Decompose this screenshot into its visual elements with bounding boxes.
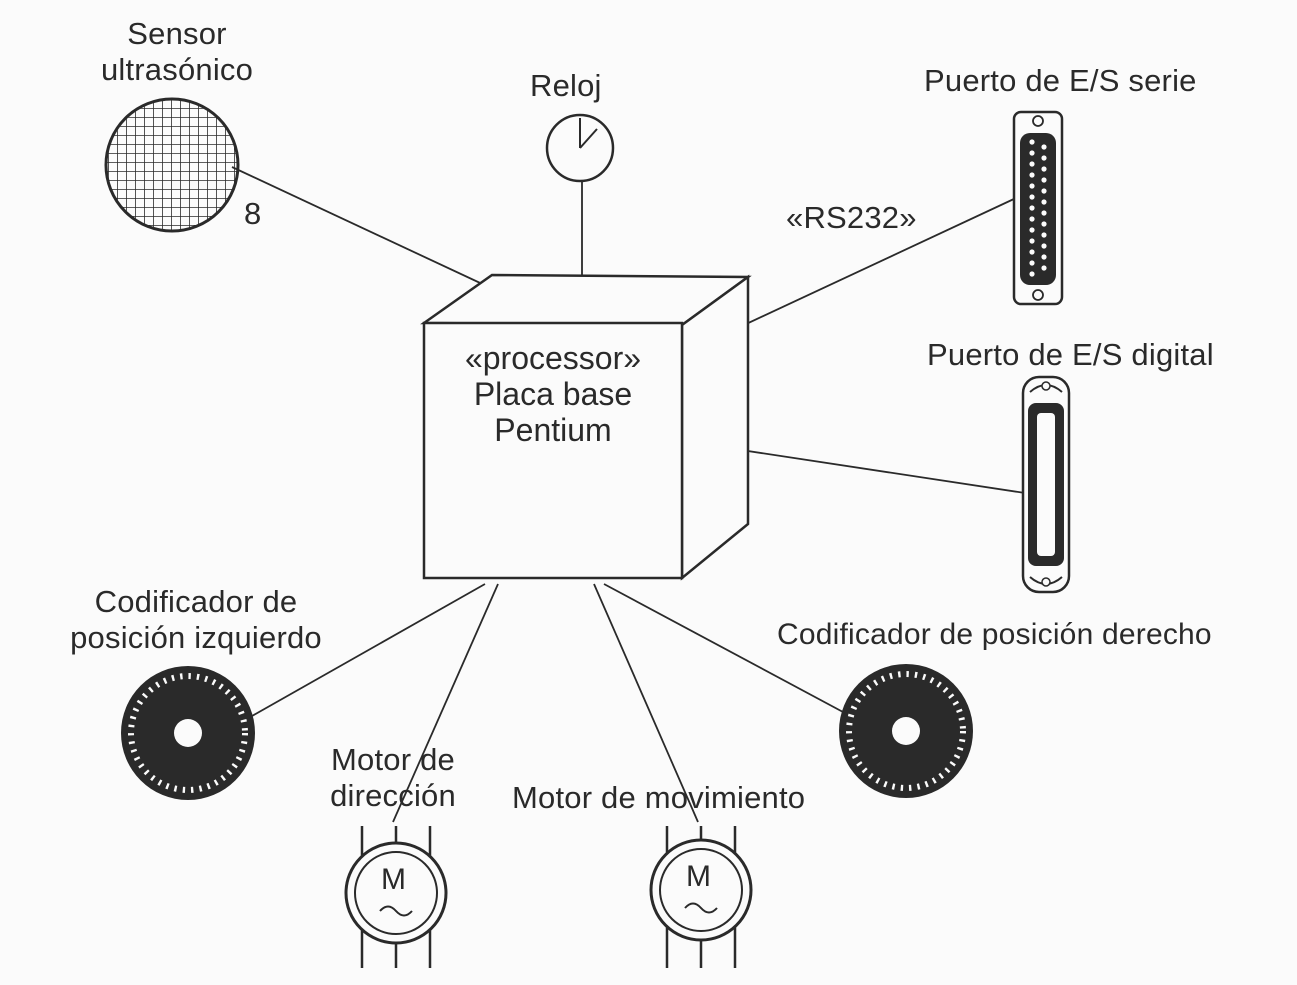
connector-pin bbox=[1041, 221, 1047, 227]
connector-pin bbox=[1029, 216, 1035, 222]
connector-pin bbox=[1041, 166, 1047, 172]
connector-pin bbox=[1029, 194, 1035, 200]
right-encoder-label: Codificador de posición derecho bbox=[777, 618, 1212, 651]
connector-pin bbox=[1029, 183, 1035, 189]
sensor-label-line1: Sensor bbox=[127, 16, 227, 51]
connector-pin bbox=[1041, 199, 1047, 205]
connector-pin bbox=[1041, 177, 1047, 183]
drive-motor-icon bbox=[649, 826, 753, 968]
connector-pin bbox=[1029, 150, 1035, 156]
drive-motor-label: Motor de movimiento bbox=[512, 780, 806, 815]
drive-motor-symbol: M bbox=[686, 860, 712, 893]
steering-motor-label-line1: Motor de bbox=[331, 742, 455, 777]
processor-stereotype: «processor» bbox=[464, 340, 642, 376]
link-left-encoder bbox=[251, 583, 486, 717]
link-digital bbox=[714, 445, 1026, 494]
connector-pin bbox=[1041, 210, 1047, 216]
rs232-stereotype: «RS232» bbox=[786, 200, 917, 235]
connector-pin bbox=[1029, 271, 1035, 277]
sensor-label: Sensor ultrasónico bbox=[92, 16, 262, 88]
connector-pin bbox=[1041, 155, 1047, 161]
connector-pin bbox=[1029, 260, 1035, 266]
processor-name-line2: Pentium bbox=[494, 412, 612, 448]
connector-pin bbox=[1029, 161, 1035, 167]
connector-pin bbox=[1029, 227, 1035, 233]
connector-pin bbox=[1029, 139, 1035, 145]
connector-pin bbox=[1029, 172, 1035, 178]
sensor-multiplicity: 8 bbox=[244, 196, 262, 231]
link-right-encoder bbox=[603, 583, 844, 713]
clock-label: Reloj bbox=[530, 68, 602, 103]
left-encoder-label: Codificador de posición izquierdo bbox=[46, 584, 346, 656]
left-encoder-disc-icon bbox=[121, 666, 255, 800]
connector-pin bbox=[1041, 243, 1047, 249]
connector-pin bbox=[1029, 249, 1035, 255]
steering-motor-label-line2: dirección bbox=[330, 778, 456, 813]
connector-pin bbox=[1029, 238, 1035, 244]
connector-pin bbox=[1041, 254, 1047, 260]
processor-node-cube bbox=[420, 273, 752, 581]
link-serial bbox=[711, 197, 1017, 341]
connector-pin bbox=[1041, 144, 1047, 150]
connector-pin bbox=[1041, 265, 1047, 271]
digital-port-label: Puerto de E/S digital bbox=[927, 337, 1214, 372]
connector-pin bbox=[1041, 188, 1047, 194]
link-drive-motor bbox=[593, 583, 699, 823]
serial-port-label: Puerto de E/S serie bbox=[924, 63, 1197, 98]
processor-node-text: «processor» Placa base Pentium bbox=[428, 340, 678, 448]
steering-motor-icon bbox=[344, 826, 448, 968]
clock-icon bbox=[545, 113, 615, 183]
steering-motor-label: Motor de dirección bbox=[313, 742, 473, 814]
right-encoder-disc-icon bbox=[839, 664, 973, 798]
sensor-label-line2: ultrasónico bbox=[100, 52, 254, 87]
steering-motor-symbol: M bbox=[381, 863, 407, 896]
link-sensor bbox=[231, 166, 509, 297]
connection-lines bbox=[231, 166, 1026, 823]
link-steering-motor bbox=[392, 583, 499, 823]
serial-port-connector-icon bbox=[1012, 110, 1064, 306]
digital-port-connector-icon bbox=[1021, 375, 1071, 594]
left-encoder-label-line1: Codificador de bbox=[94, 584, 298, 619]
left-encoder-label-line2: posición izquierdo bbox=[70, 620, 322, 655]
connector-pin bbox=[1041, 232, 1047, 238]
processor-name-line1: Placa base bbox=[473, 376, 633, 412]
connector-pin bbox=[1029, 205, 1035, 211]
ultrasonic-sensor-icon bbox=[104, 97, 240, 233]
